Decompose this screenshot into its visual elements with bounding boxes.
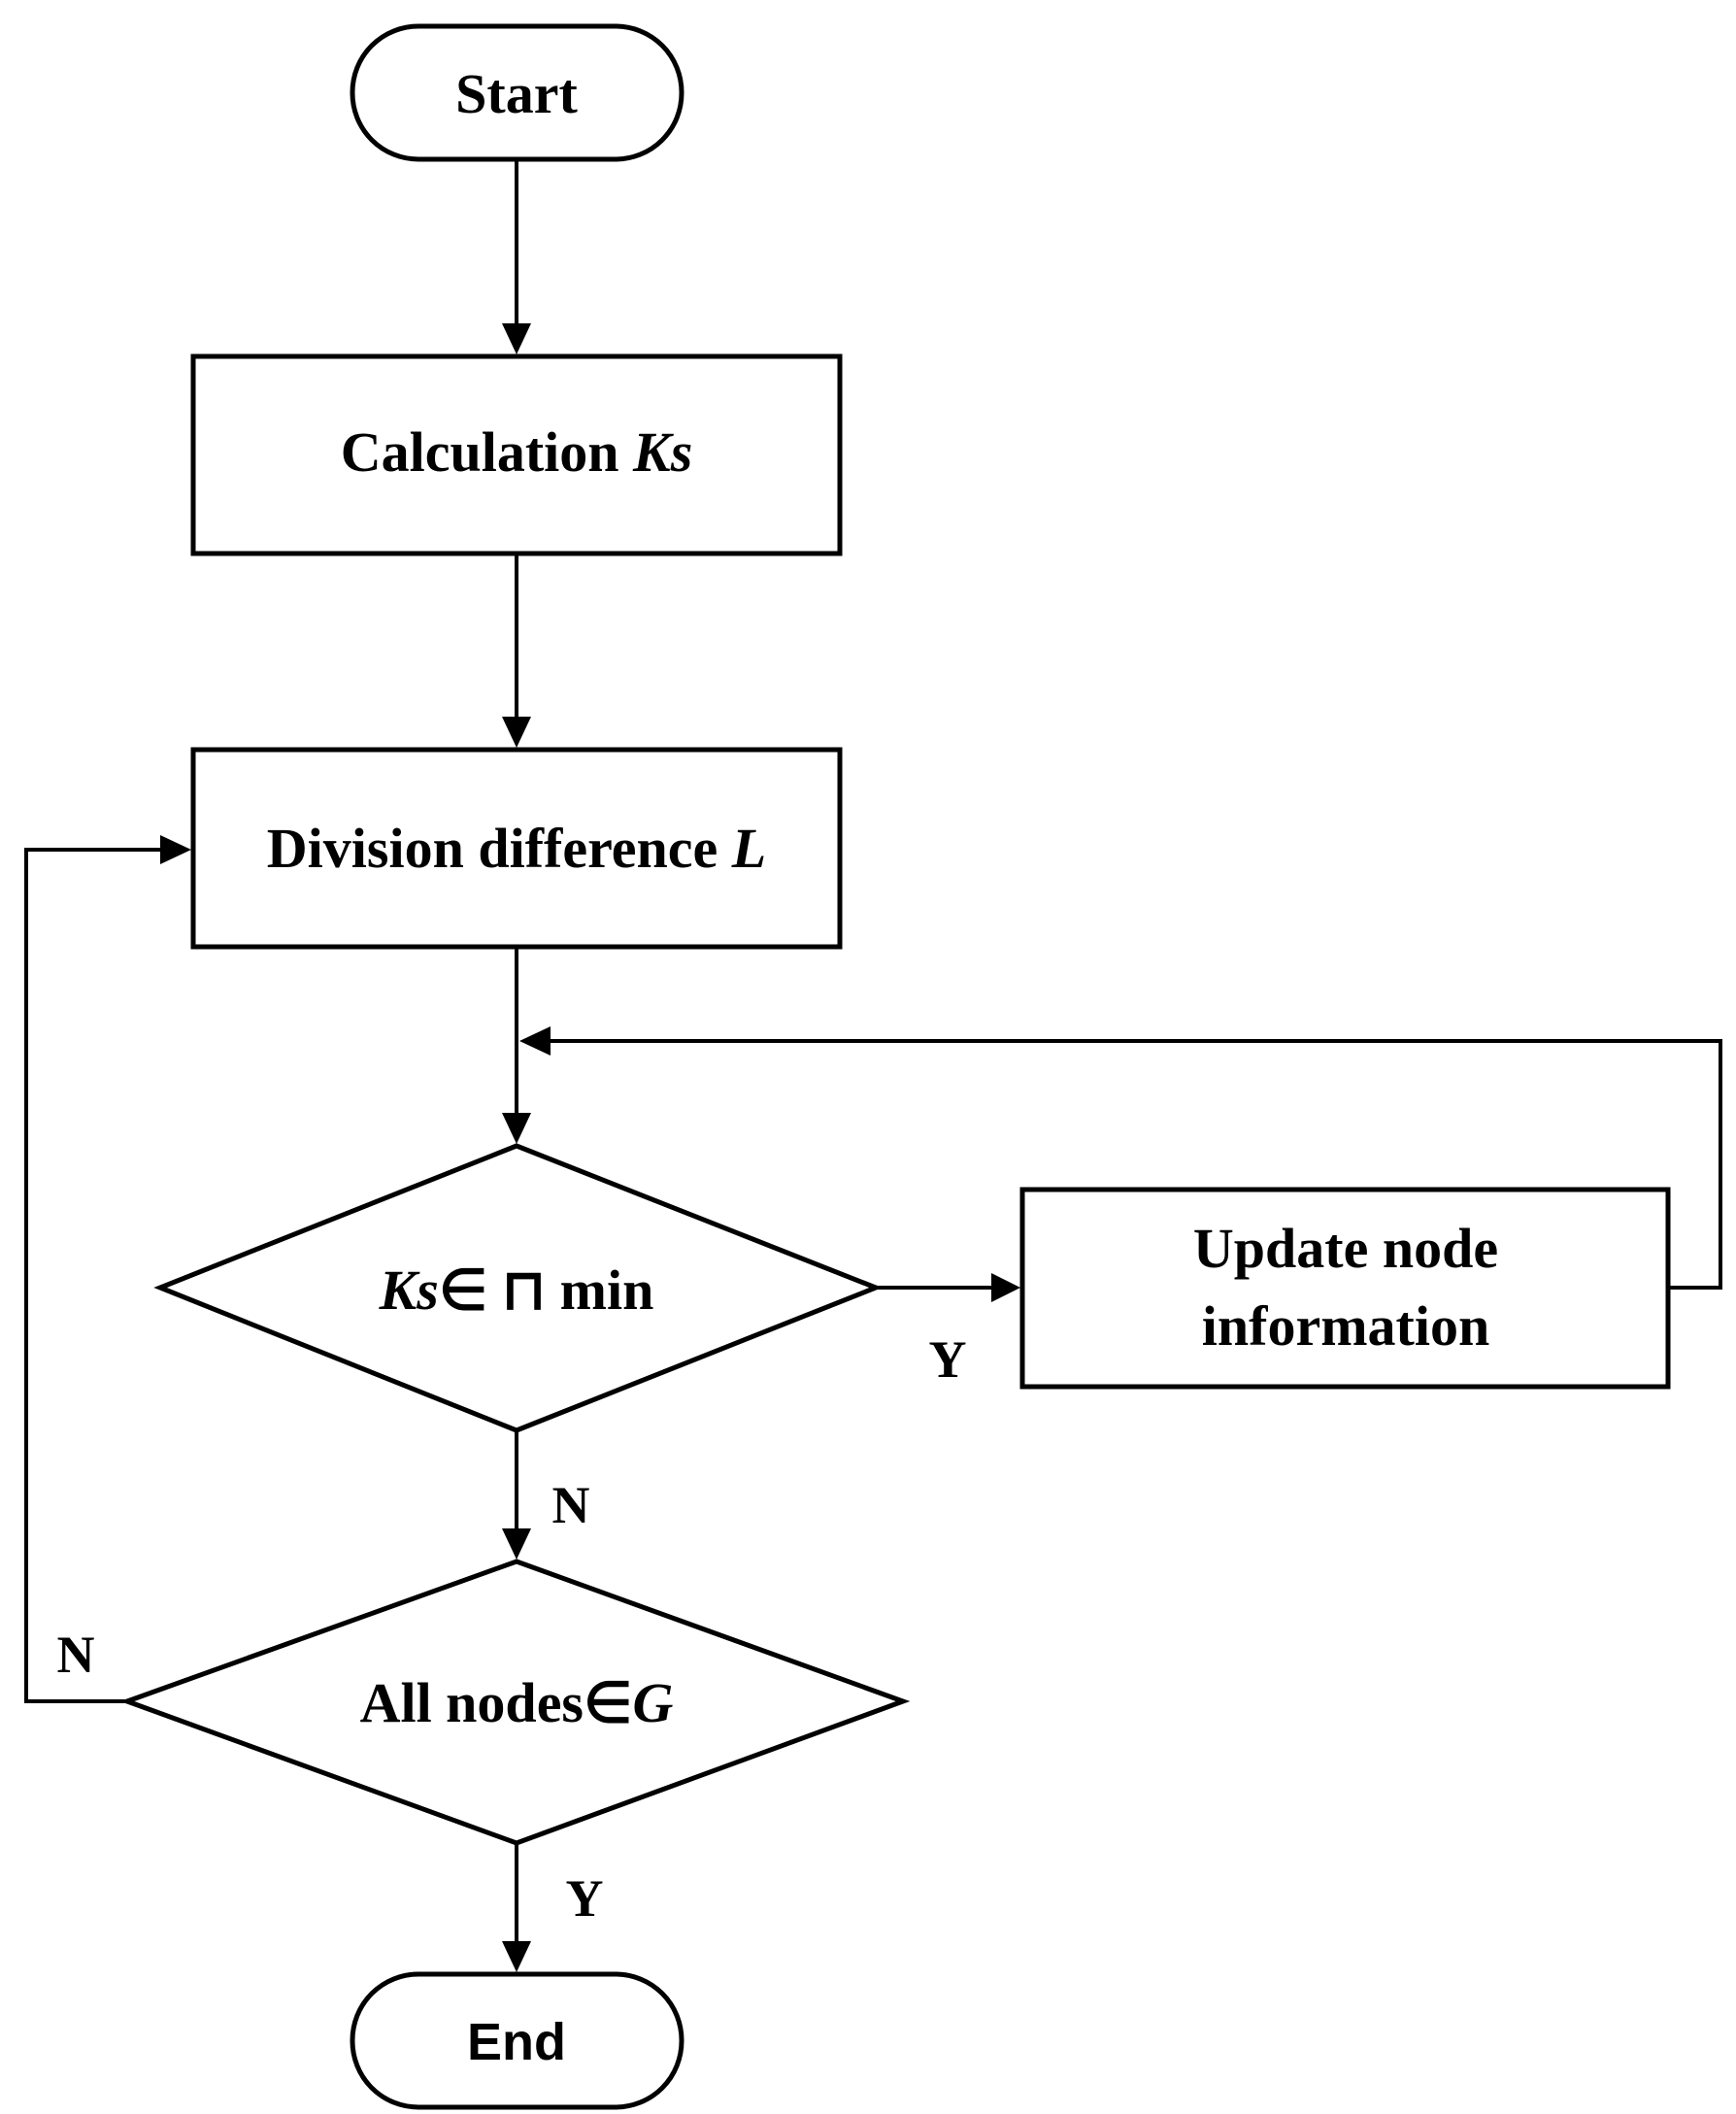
edge-label-no-decision: N (552, 1476, 590, 1534)
edge-label-yes-update: Y (929, 1330, 967, 1389)
decision-ks-node: Ks∈ ⊓ min (153, 1143, 883, 1433)
edge-label-no-loop: N (57, 1626, 95, 1684)
decision-all-nodes-label: All nodes∈ (360, 1671, 633, 1734)
decision-ks-label: ∈ ⊓ min (439, 1258, 653, 1322)
calculation-node: Calculation Ks (190, 353, 843, 556)
update-node-line1: Update node (1193, 1217, 1498, 1280)
svg-text:Division difference L: Division difference L (267, 817, 766, 880)
division-difference-node: Division difference L (190, 747, 843, 950)
decision-all-nodes-math: G (633, 1671, 674, 1734)
edge-division-to-decision-ks (502, 947, 531, 1144)
division-difference-math: L (731, 817, 766, 880)
update-node-line2: information (1202, 1294, 1489, 1358)
decision-ks-math: Ks (379, 1258, 439, 1322)
calculation-math: Ks (632, 420, 692, 484)
edge-label-yes-end: Y (566, 1869, 604, 1928)
end-node: End (350, 1971, 684, 2110)
end-label: End (467, 2013, 566, 2071)
start-label: Start (455, 62, 578, 125)
svg-text:Calculation Ks: Calculation Ks (341, 420, 693, 484)
edge-decision-ks-to-decision-all-nodes (502, 1430, 531, 1560)
decision-all-nodes-node: All nodes∈G (119, 1559, 911, 1846)
update-node-information-node: Update node information (1019, 1187, 1671, 1390)
edge-update-to-decision-ks (519, 1026, 1722, 1290)
edge-calculation-to-division (502, 554, 531, 748)
division-difference-label: Division difference (267, 817, 732, 880)
edge-decision-all-nodes-to-division (24, 835, 191, 1703)
edge-decision-all-nodes-to-end (502, 1843, 531, 1972)
svg-text:Ks∈ ⊓ min: Ks∈ ⊓ min (379, 1258, 654, 1322)
calculation-label: Calculation (341, 420, 633, 484)
edge-decision-ks-to-update (876, 1273, 1020, 1302)
edge-start-to-calculation (502, 159, 531, 354)
start-node: Start (350, 23, 684, 162)
svg-text:All nodes∈G: All nodes∈G (360, 1671, 674, 1734)
